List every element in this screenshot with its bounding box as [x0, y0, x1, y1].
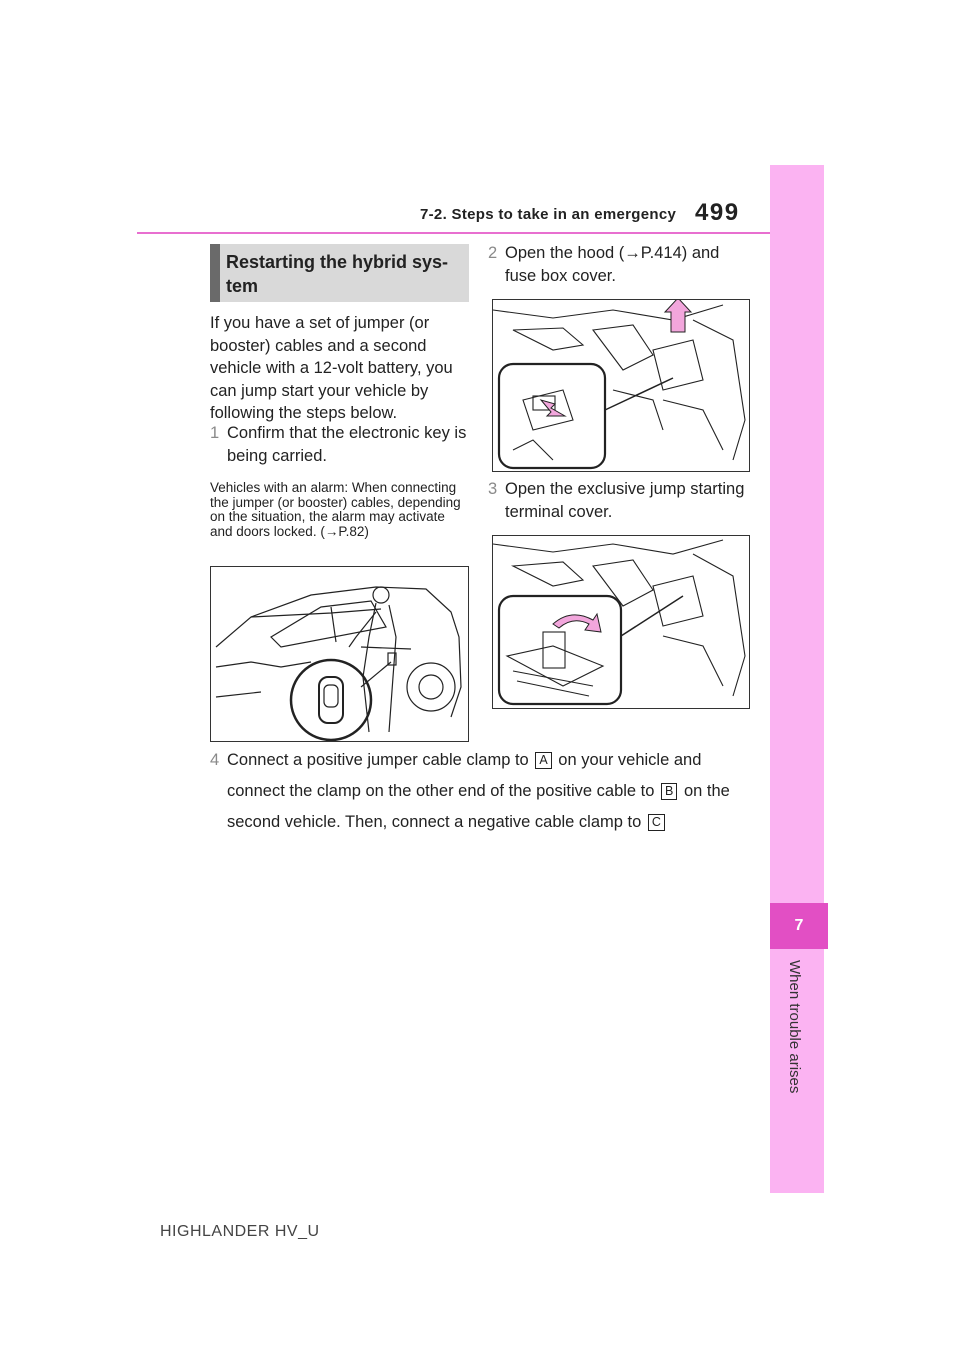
chapter-side-tab — [770, 165, 824, 1193]
step-1-text: Confirm that the electronic key is being… — [227, 424, 467, 465]
label-a: A — [535, 752, 552, 770]
intro-paragraph: If you have a set of jumper (or booster)… — [210, 314, 453, 422]
step-4-number: 4 — [210, 751, 220, 769]
footer-model: HIGHLANDER HV_U — [160, 1223, 320, 1240]
section-heading-bar — [210, 244, 220, 302]
alarm-note-ref: →P.82) — [324, 523, 369, 539]
step-3: 3 Open the exclusive jump starting termi… — [488, 478, 750, 521]
engine-bay-fuse-box-illustration — [493, 300, 746, 470]
engine-bay-terminal-cover-illustration — [493, 539, 746, 706]
step-1: 1 Confirm that the electronic key is bei… — [210, 422, 472, 465]
step-4-part-2: on your vehicle and connect the clamp on… — [227, 751, 702, 800]
alarm-note: Vehicles with an alarm: When connecting … — [210, 480, 468, 539]
car-with-person-and-key-illustration — [215, 586, 462, 741]
chapter-number: 7 — [794, 917, 804, 934]
step-4-part-3: on the second vehicle. Then, connect a n… — [227, 782, 730, 831]
step-3-number: 3 — [488, 480, 498, 498]
label-c: C — [647, 814, 665, 832]
step-4: 4 Connect a positive jumper cable clamp … — [210, 745, 750, 832]
header-rule — [137, 232, 820, 234]
step-4-part-1: Connect a positive jumper cable clamp to — [227, 751, 529, 769]
step-2: 2 Open the hood (→P.414) and fuse box co… — [488, 242, 750, 285]
step-2-text: Open the hood (→P.414) and fuse box cove… — [505, 244, 720, 285]
page-number: 499 — [695, 199, 740, 226]
alarm-note-text: Vehicles with an alarm: When connecting … — [210, 480, 461, 539]
section-heading: Restarting the hybrid sys- tem — [226, 252, 449, 296]
step-4-text: Connect a positive jumper cable clamp to… — [227, 745, 751, 838]
car-key-figure — [210, 566, 469, 742]
chapter-label: When trouble arises — [786, 960, 803, 1094]
step-2-number: 2 — [488, 244, 498, 262]
section-title: 7-2. Steps to take in an emergency — [420, 206, 677, 223]
label-b: B — [661, 783, 678, 801]
fuse-box-figure — [492, 299, 750, 472]
chapter-number-box: 7 — [770, 903, 828, 949]
terminal-cover-figure — [492, 535, 750, 709]
step-3-text: Open the exclusive jump starting termina… — [505, 480, 745, 521]
section-heading-box: Restarting the hybrid sys- tem — [210, 244, 469, 302]
step-1-number: 1 — [210, 424, 220, 442]
